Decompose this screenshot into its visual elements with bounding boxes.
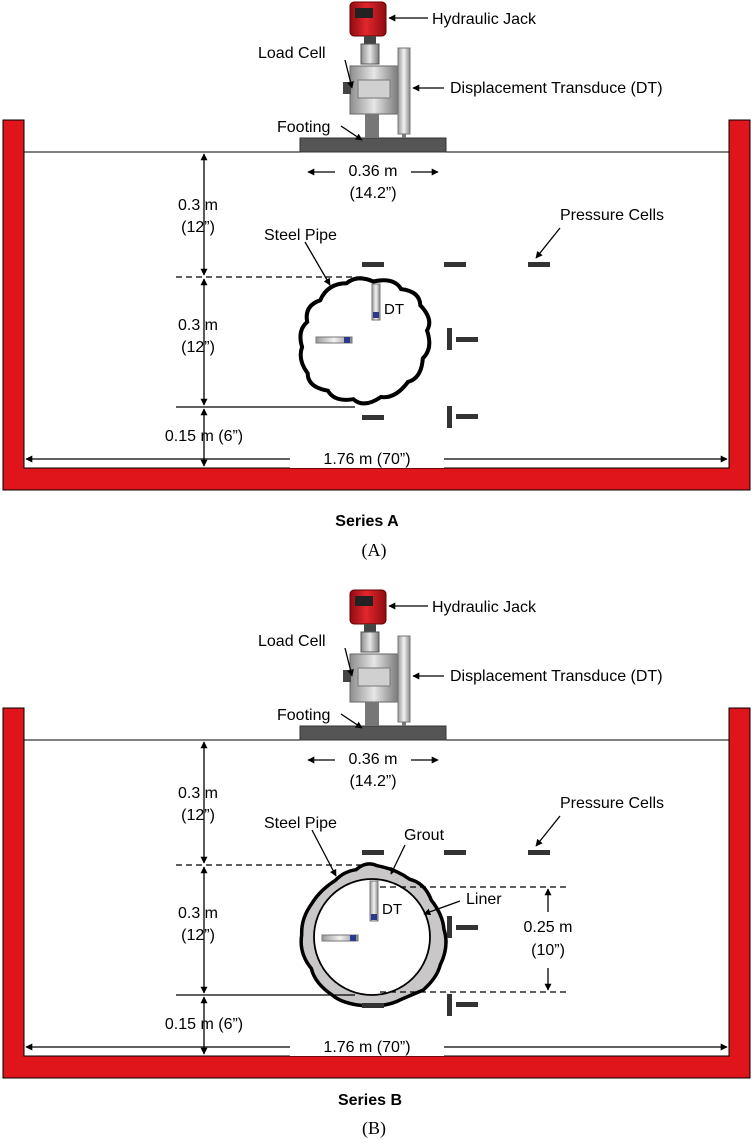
label-hydraulic-jack: Hydraulic Jack <box>432 599 537 616</box>
label-steel-pipe: Steel Pipe <box>264 815 337 832</box>
load-cell <box>343 65 399 138</box>
label-arrows <box>304 14 561 286</box>
label-pipe-depth-in: (12”) <box>181 339 215 356</box>
hydraulic-jack <box>349 1 387 65</box>
label-footing: Footing <box>277 707 330 724</box>
pressure-cell <box>362 1003 384 1008</box>
label-hydraulic-jack: Hydraulic Jack <box>432 11 537 28</box>
label-pipe-depth: 0.3 m <box>178 317 218 334</box>
pressure-cell <box>444 850 466 855</box>
label-tank-width: 1.76 m (70”) <box>323 451 410 468</box>
pressure-cell <box>528 850 550 855</box>
pressure-cell <box>362 415 384 420</box>
footing <box>299 137 447 153</box>
pressure-cell <box>528 262 550 267</box>
label-load-cell: Load Cell <box>258 45 326 62</box>
label-footing-width: 0.36 m <box>349 751 398 768</box>
load-cell <box>343 653 399 726</box>
label-top-depth-in: (12”) <box>181 807 215 824</box>
label-pressure-cells: Pressure Cells <box>560 795 664 812</box>
label-arrows <box>311 602 561 916</box>
series-title: Series B <box>338 1092 402 1109</box>
displacement-transducer <box>397 47 411 138</box>
footing <box>299 725 447 741</box>
label-grout: Grout <box>404 827 445 844</box>
pressure-cell <box>447 916 452 938</box>
pipe-dt-vertical <box>371 283 381 321</box>
pipe-dt-horizontal <box>315 336 353 344</box>
pressure-cell <box>444 262 466 267</box>
steel-pipe <box>298 276 432 406</box>
label-liner-diameter: 0.25 m <box>524 919 573 936</box>
label-footing-width-in: (14.2”) <box>349 773 396 790</box>
test-tank <box>2 707 751 1079</box>
hydraulic-jack <box>349 589 387 653</box>
pressure-cell <box>362 262 384 267</box>
label-dt: DT <box>384 301 404 318</box>
label-pipe-depth-in: (12”) <box>181 927 215 944</box>
pressure-cell <box>456 414 478 419</box>
label-bottom-depth: 0.15 m (6”) <box>165 428 243 445</box>
panel-series-a: Hydraulic Jack Load Cell Displacement Tr… <box>2 1 751 561</box>
pressure-cells <box>362 850 550 1016</box>
pressure-cell <box>456 925 478 930</box>
pressure-cell <box>362 850 384 855</box>
test-tank <box>2 119 751 491</box>
pipe-dt-horizontal <box>321 934 359 942</box>
label-pipe-depth: 0.3 m <box>178 905 218 922</box>
panel-series-b: Hydraulic Jack Load Cell Displacement Tr… <box>2 589 751 1139</box>
label-displacement-transducer: Displacement Transduce (DT) <box>450 668 663 685</box>
pressure-cell <box>447 406 452 428</box>
series-title: Series A <box>335 513 399 530</box>
label-top-depth-in: (12”) <box>181 219 215 236</box>
label-liner-diameter-in: (10”) <box>531 942 565 959</box>
pressure-cell <box>456 337 478 342</box>
label-top-depth: 0.3 m <box>178 785 218 802</box>
label-top-depth: 0.3 m <box>178 197 218 214</box>
pressure-cell <box>447 328 452 350</box>
label-footing-width: 0.36 m <box>349 163 398 180</box>
liner <box>313 878 431 996</box>
figure-caption: (A) <box>362 540 387 561</box>
pressure-cell <box>447 994 452 1016</box>
label-steel-pipe: Steel Pipe <box>264 227 337 244</box>
pressure-cell <box>456 1002 478 1007</box>
label-load-cell: Load Cell <box>258 633 326 650</box>
figure-caption: (B) <box>362 1118 386 1139</box>
pressure-cells <box>362 262 550 428</box>
label-pressure-cells: Pressure Cells <box>560 207 664 224</box>
label-bottom-depth: 0.15 m (6”) <box>165 1016 243 1033</box>
displacement-transducer <box>397 635 411 726</box>
label-tank-width: 1.76 m (70”) <box>323 1039 410 1056</box>
label-displacement-transducer: Displacement Transduce (DT) <box>450 80 663 97</box>
pipe-dt-vertical <box>369 880 379 922</box>
label-dt: DT <box>382 901 402 918</box>
label-footing-width-in: (14.2”) <box>349 185 396 202</box>
label-liner: Liner <box>466 891 502 908</box>
label-footing: Footing <box>277 119 330 136</box>
